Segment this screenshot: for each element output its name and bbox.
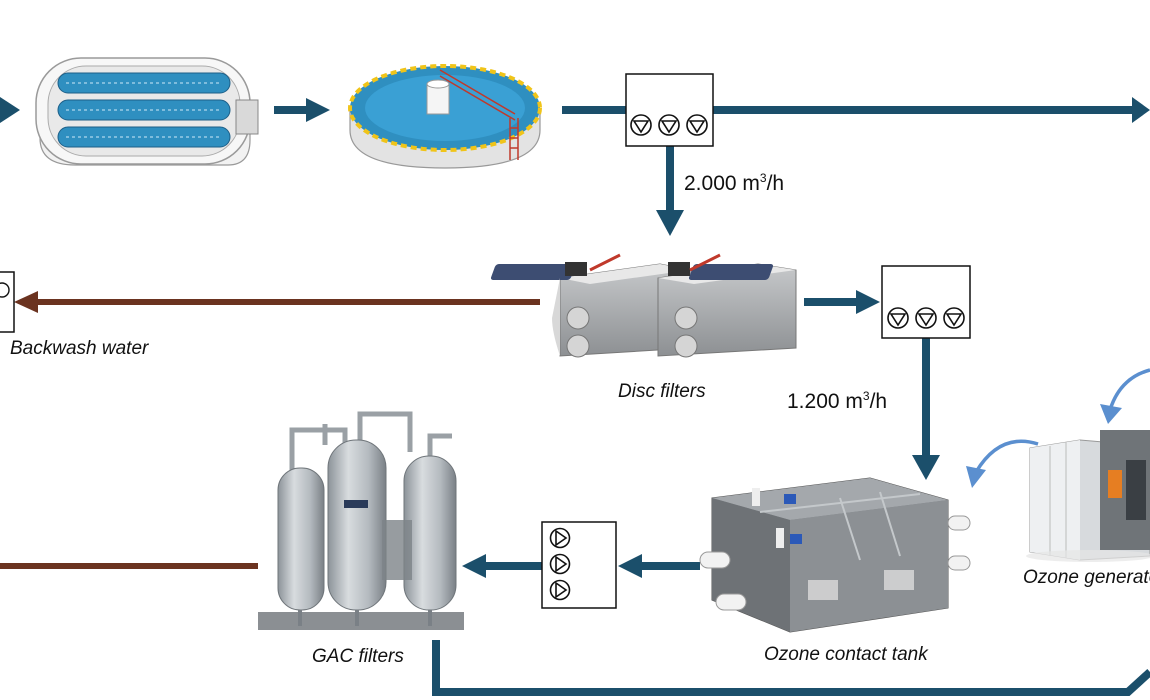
gac-filters-label: GAC filters <box>312 646 404 667</box>
pipe-inlet-arrow <box>0 97 20 123</box>
pipes <box>0 97 1150 696</box>
secondary-clarifier <box>348 64 542 169</box>
gac-filters-unit <box>258 411 464 630</box>
pipe-gac-outlet <box>432 640 1150 696</box>
pump-station-3 <box>541 521 617 609</box>
gac-vessel-1 <box>277 467 325 611</box>
flow-label-upper: 2.000 m3/h <box>684 171 785 195</box>
disc-filter-right <box>657 253 797 358</box>
recirc-arrow-to-tank <box>974 439 1039 473</box>
aeration-tank <box>35 57 259 166</box>
ozone-generator-label: Ozone generator <box>1023 567 1150 588</box>
disc-filters-label: Disc filters <box>618 381 706 402</box>
disc-filters-unit <box>490 253 797 358</box>
ozone-contact-tank-label: Ozone contact tank <box>764 644 928 665</box>
ozone-generator-unit <box>1026 430 1150 562</box>
backwash-pump-partial <box>0 271 15 333</box>
backwash-water-label: Backwash water <box>10 338 149 359</box>
flow-label-lower: 1.200 m3/h <box>787 389 888 413</box>
pump-station-2 <box>881 265 971 339</box>
ozone-contact-tank <box>699 477 971 633</box>
recirc-arrow-top <box>1108 368 1150 411</box>
pump-station-1 <box>625 73 714 147</box>
recirculation-arrows <box>966 368 1150 488</box>
gac-vessel-2 <box>327 439 387 611</box>
